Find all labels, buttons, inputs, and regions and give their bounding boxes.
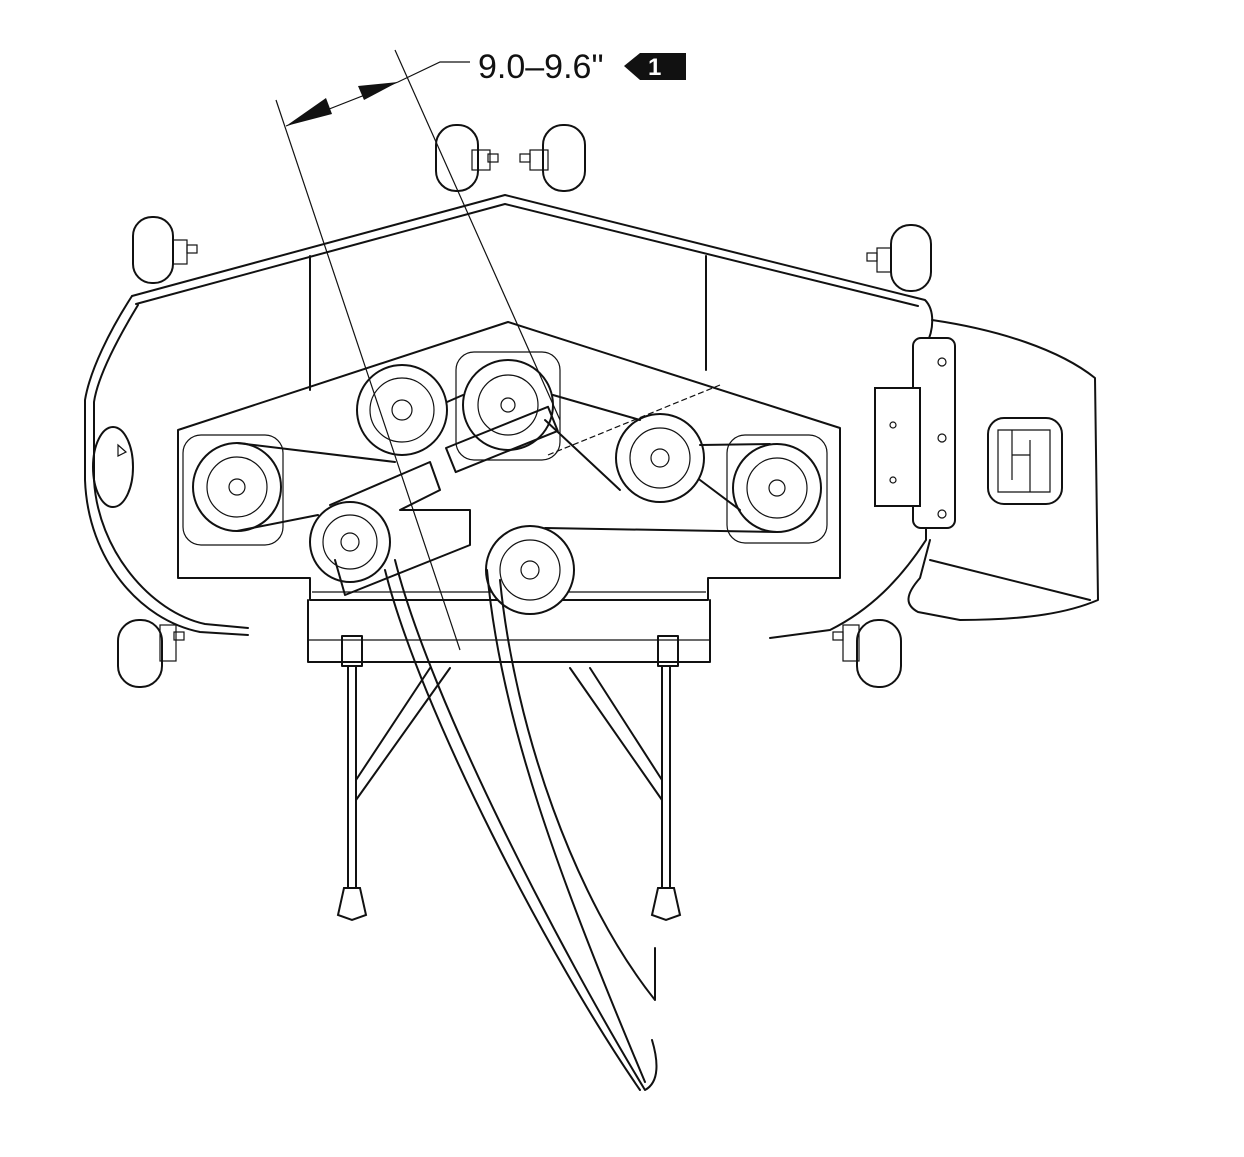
deck-hitch-frame — [307, 599, 711, 922]
front-wheel-left — [435, 124, 499, 192]
pulley-idler-right — [615, 413, 705, 503]
rear-wheel-left — [117, 619, 185, 688]
pulley-left-spindle — [182, 434, 284, 546]
tension-arm — [329, 384, 721, 596]
callout-badge: 1 — [624, 53, 686, 81]
side-wheel-right-top — [866, 224, 932, 292]
pulley-idler-top-left — [356, 364, 448, 456]
drive-belt — [236, 394, 778, 1091]
pulley-tension-idler — [309, 501, 391, 583]
dimension-arrow-left-icon — [286, 98, 332, 126]
pulley-right-spindle — [726, 434, 828, 544]
rear-wheel-right — [832, 619, 902, 688]
pulley-drive — [485, 525, 575, 615]
callout-number: 1 — [648, 54, 661, 81]
side-wheel-left-top — [132, 216, 198, 284]
deck-shell — [84, 194, 934, 639]
front-wheel-right — [519, 124, 586, 192]
dimension-arrow-right-icon — [358, 82, 398, 100]
discharge-chute — [874, 319, 1099, 621]
dimension-label: 9.0–9.6" — [478, 48, 604, 86]
dimension-indicator — [275, 49, 561, 651]
brand-logo-icon — [987, 417, 1063, 505]
pulley-center-spindle — [455, 351, 561, 461]
